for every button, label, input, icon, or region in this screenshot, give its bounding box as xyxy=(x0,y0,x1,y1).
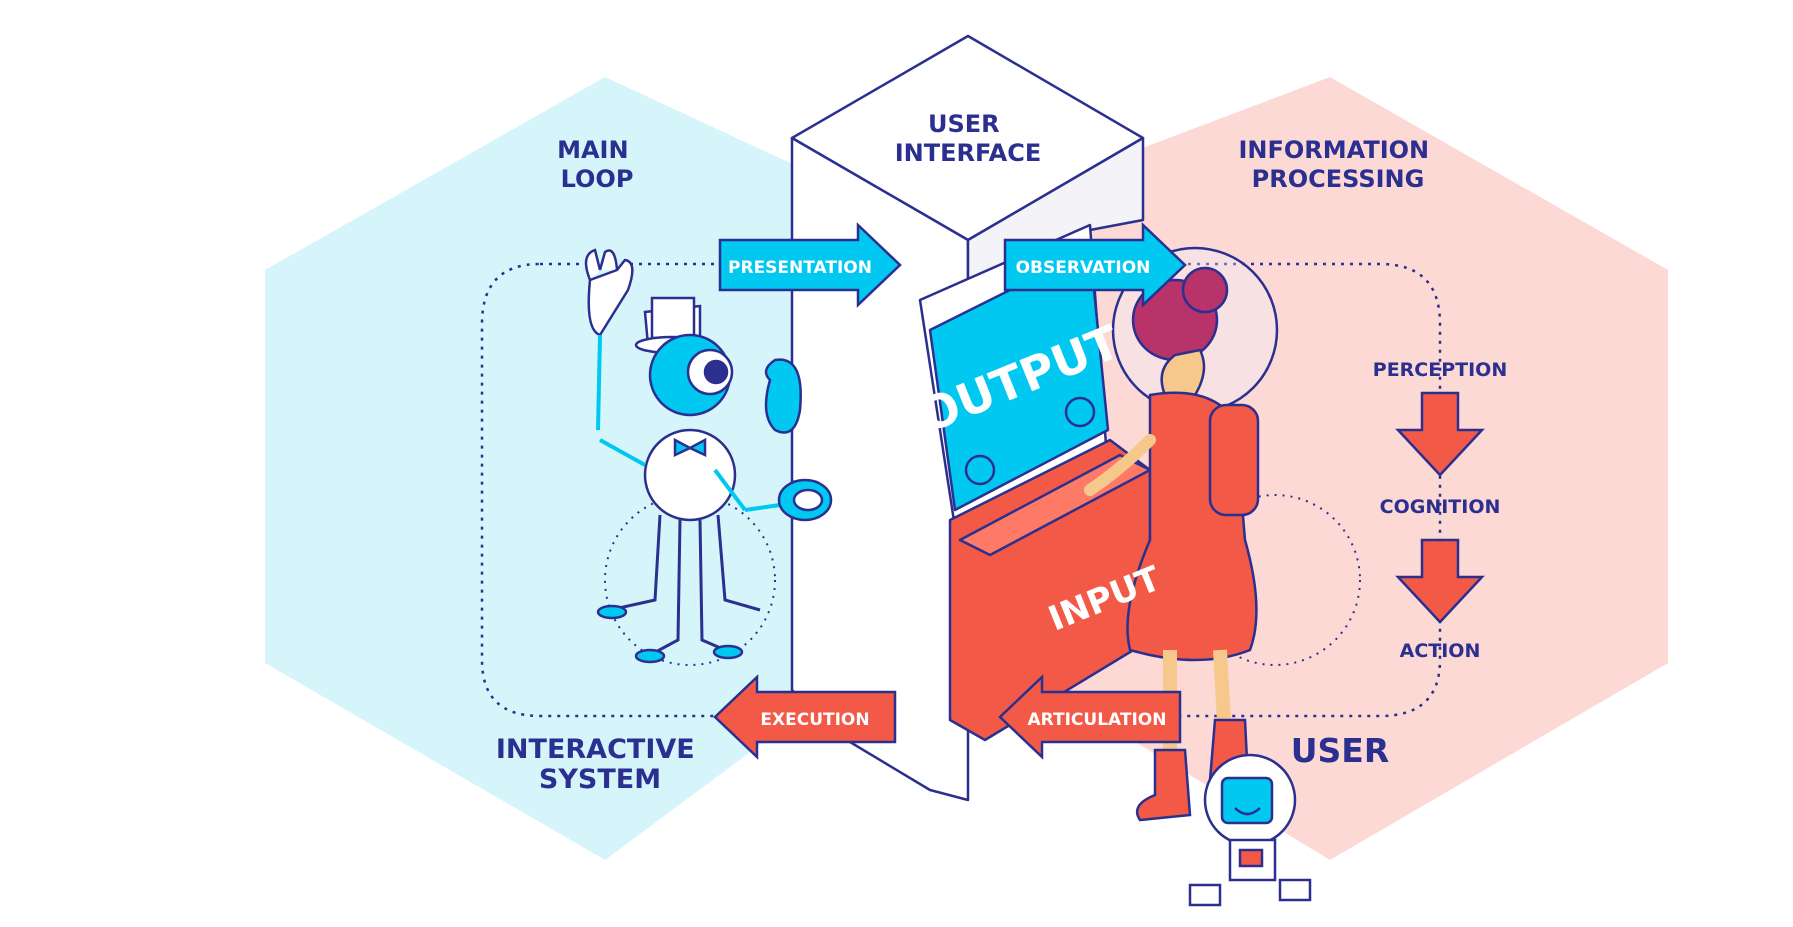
user-character xyxy=(1084,246,1279,822)
observation-label: OBSERVATION xyxy=(1016,258,1151,278)
user-dotted-circle xyxy=(1189,494,1361,666)
perception-to-cognition-arrow xyxy=(1395,391,1485,477)
system-dotted-circle xyxy=(604,494,776,666)
user-heading: USER xyxy=(1291,731,1390,770)
articulation-arrow: ARTICULATION xyxy=(998,674,1182,760)
presentation-arrow: PRESENTATION xyxy=(718,222,902,308)
observation-arrow: OBSERVATION xyxy=(1003,222,1187,308)
execution-label: EXECUTION xyxy=(760,710,869,730)
information-processing-heading: INFORMATION PROCESSING xyxy=(1238,136,1437,193)
presentation-label: PRESENTATION xyxy=(728,258,872,278)
eyeball-robot-character xyxy=(584,248,833,664)
interactive-system-heading: INTERACTIVE SYSTEM xyxy=(496,734,704,795)
stage-action: ACTION xyxy=(1400,640,1481,662)
stage-cognition: COGNITION xyxy=(1380,496,1501,518)
small-tv-robot xyxy=(1188,753,1312,907)
articulation-label: ARTICULATION xyxy=(1028,710,1167,730)
stage-perception: PERCEPTION xyxy=(1373,359,1507,381)
cognition-to-action-arrow xyxy=(1395,538,1485,624)
user-interface-heading: USER INTERFACE xyxy=(895,110,1041,167)
execution-arrow: EXECUTION xyxy=(713,674,897,760)
main-loop-heading: MAIN LOOP xyxy=(557,136,637,193)
